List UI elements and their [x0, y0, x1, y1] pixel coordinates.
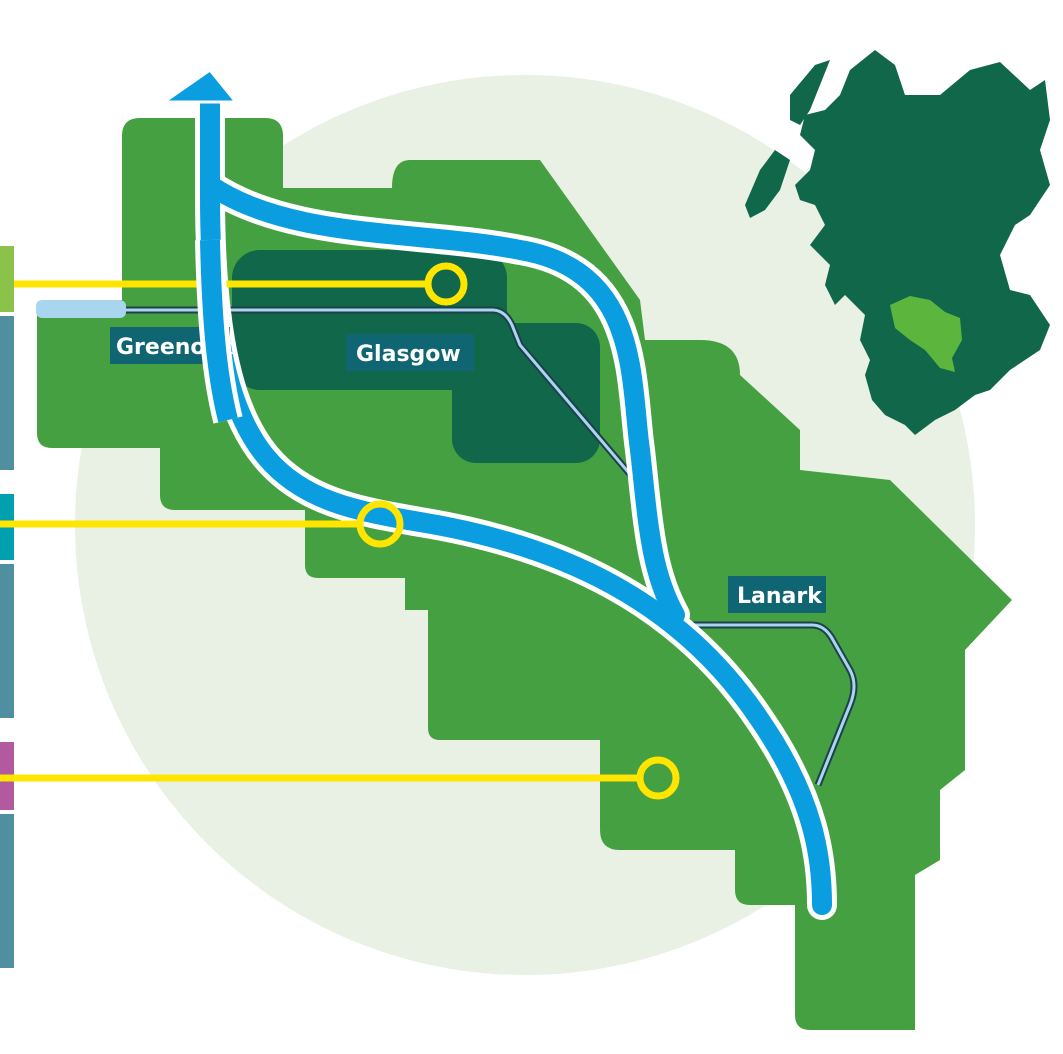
side-bar-1-tab	[0, 246, 14, 312]
place-label-lanark-text: Lanark	[737, 584, 823, 609]
scotland-outline	[795, 50, 1050, 435]
rail-line-main-inner	[122, 308, 637, 481]
scotland-highlight-region	[890, 296, 962, 372]
urban-area-east	[452, 323, 600, 463]
location-marker-icon	[424, 262, 468, 306]
place-label-lanark-bg	[728, 576, 826, 613]
river-network	[195, 85, 837, 920]
side-bar-3-body	[0, 814, 14, 968]
place-label-glasgow-text: Glasgow	[356, 342, 461, 367]
location-marker-icon	[636, 756, 680, 800]
side-bar-1-body	[0, 316, 14, 470]
north-arrow-icon	[159, 67, 240, 104]
river-west-overlay-blue	[200, 239, 238, 423]
river-west	[200, 185, 832, 915]
location-marker-icon	[356, 500, 404, 548]
place-label-glasgow: Glasgow	[346, 334, 474, 371]
rail-line-east-inner	[690, 623, 856, 786]
scotland-inset-map	[745, 50, 1050, 435]
place-label-lanark: Lanark	[728, 576, 826, 613]
place-label-glasgow-bg	[346, 334, 474, 371]
rail-lines	[36, 300, 858, 787]
side-bars	[0, 246, 14, 968]
rail-terminus	[36, 300, 126, 318]
scotland-island-north	[790, 60, 830, 125]
scotland-island-west	[745, 150, 790, 218]
side-bar-2-body	[0, 564, 14, 718]
river-east	[200, 175, 685, 625]
